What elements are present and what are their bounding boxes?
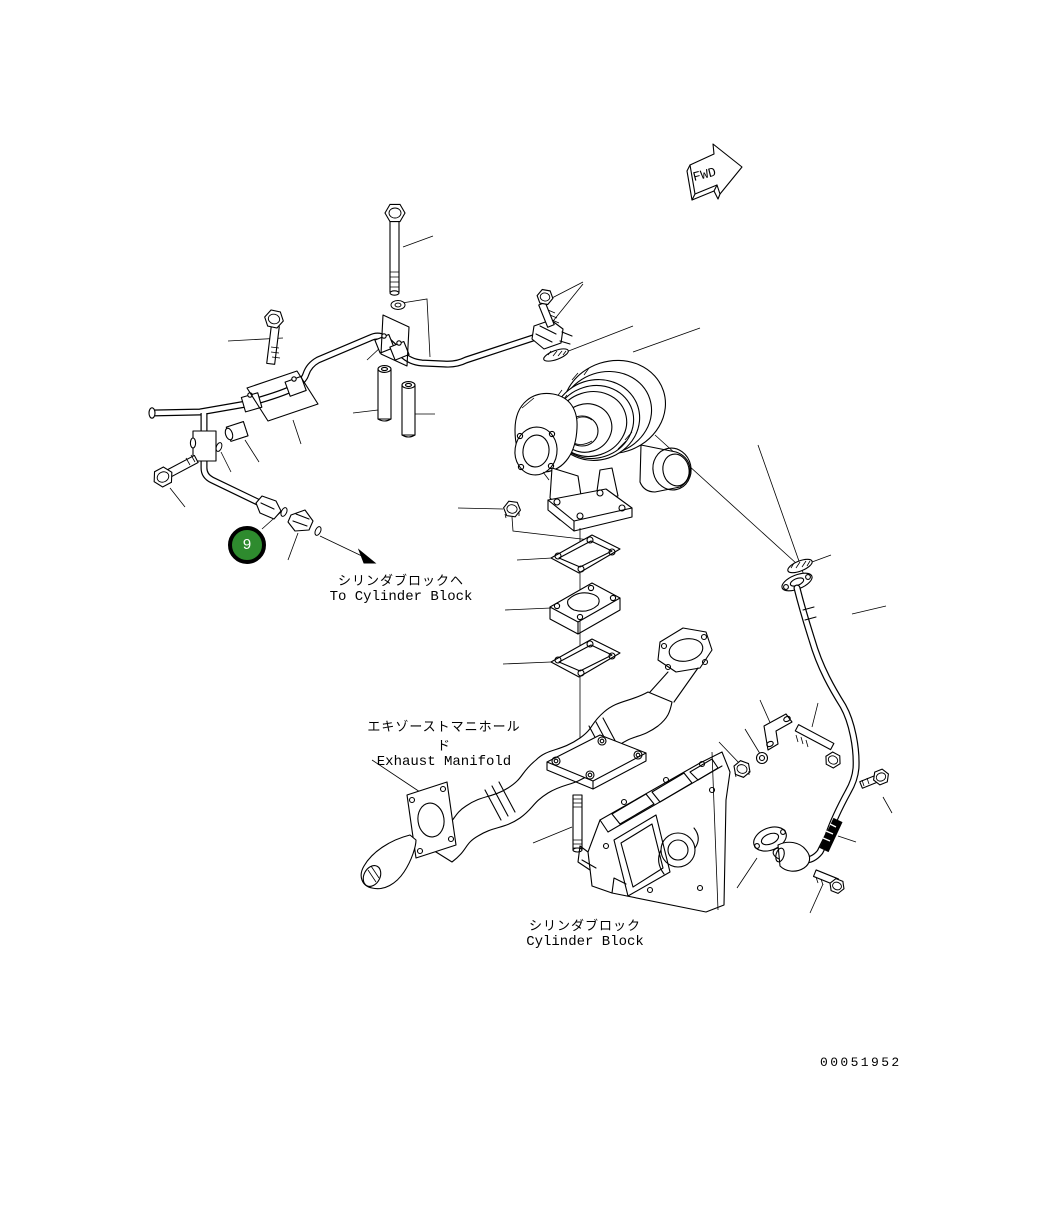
oil-supply-pipe (149, 320, 572, 519)
pipe-bracket-plates (247, 315, 409, 421)
label-to-cylinder-block: シリンダブロックヘ To Cylinder Block (328, 570, 474, 605)
label-cylinder-block-jp: シリンダブロック (528, 919, 641, 934)
adapter-spacer (550, 583, 620, 634)
fwd-arrow-label: FWD (691, 165, 718, 185)
label-cylinder-block-en: Cylinder Block (526, 934, 644, 950)
nut (731, 758, 753, 780)
stud-bolt (573, 795, 582, 852)
spacer-collar (224, 422, 248, 442)
callout-9-number: 9 (242, 536, 252, 554)
turbo-gasket-lower (551, 639, 620, 677)
mounting-bolt-upper-left (262, 308, 286, 364)
label-to-cylinder-block-jp: シリンダブロックヘ (337, 574, 464, 589)
label-exhaust-manifold-jp: エキゾーストマニホールド (367, 720, 521, 754)
callout-9-highlighted[interactable]: 9 (228, 526, 266, 564)
tube-bracket (764, 714, 792, 750)
label-exhaust-manifold-en: Exhaust Manifold (376, 754, 512, 770)
cylinder-block (578, 752, 730, 912)
drawing-number: 00051952 (820, 1055, 902, 1070)
label-cylinder-block: シリンダブロック Cylinder Block (522, 915, 648, 950)
exhaust-manifold (360, 628, 712, 889)
banjo-bolt (535, 288, 559, 327)
mounting-bolt-long (384, 203, 406, 310)
right-bolt (860, 767, 892, 789)
dowel-pins (378, 366, 415, 437)
seal-washer-hatched (542, 346, 570, 363)
small-washer (757, 753, 768, 764)
oil-drain-tube-group (772, 556, 856, 869)
drain-elbow (774, 842, 809, 871)
turbo-mount-nut (502, 500, 522, 518)
label-to-cylinder-block-en: To Cylinder Block (329, 589, 473, 605)
label-exhaust-manifold: エキゾーストマニホールド Exhaust Manifold (363, 716, 525, 770)
fwd-arrow: FWD (687, 144, 742, 200)
bracket-bolt (795, 725, 844, 771)
turbocharger (512, 347, 695, 531)
elbow-bolt (813, 870, 847, 896)
connector-group-9 (279, 506, 323, 537)
turbo-gasket-upper (551, 535, 620, 573)
pipe-joint-bolt-left (149, 455, 198, 490)
to-cylinder-block-arrow (359, 550, 375, 563)
